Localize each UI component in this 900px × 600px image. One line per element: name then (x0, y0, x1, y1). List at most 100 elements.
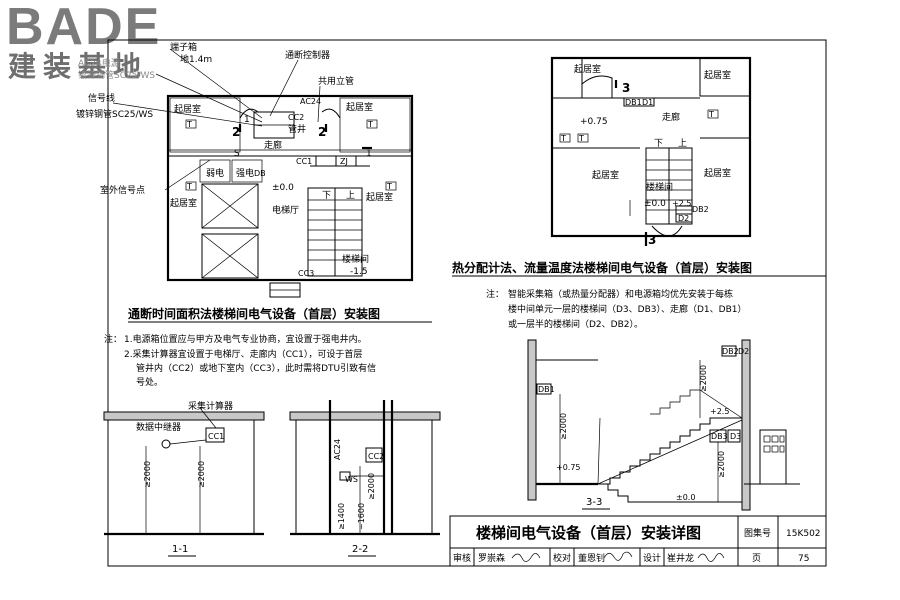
section-2-2 (289, 400, 441, 536)
rp-level-075: +0.75 (580, 117, 608, 127)
rp-t-2: T (578, 134, 584, 143)
s33-height-1: ≥2000 (559, 413, 568, 440)
label-pipe-well: 管井 (288, 123, 306, 135)
s22-ac24: AC24 (333, 439, 342, 460)
label-weak-electric: 弱电 (206, 167, 224, 179)
label-down: 下 (322, 191, 331, 201)
label-terminal-box: 端子箱 (170, 41, 197, 53)
label-on-off-controller: 通断控制器 (285, 49, 330, 61)
rp-d1: D1 (642, 98, 653, 107)
label-level-00: ±0.0 (272, 183, 294, 193)
s33-d3: D3 (730, 432, 741, 441)
s22-label: 2-2 (352, 544, 368, 555)
tb-check-label: 校对 (553, 552, 571, 564)
label-one-a: 1 (244, 115, 250, 125)
label-bedroom-4: 起居室 (366, 191, 393, 203)
notes-right-line2: 楼中间单元一层的楼梯间（D3、DB3）、走廊（D1、DB1） (508, 303, 746, 315)
tb-page-label: 页 (752, 553, 761, 564)
label-ac24-power: AC24电源 (78, 57, 120, 69)
label-corridor: 走廊 (264, 139, 282, 151)
notes-right-line3: 或一层半的楼梯间（D2、DB2）。 (508, 318, 643, 330)
tb-design-label: 设计 (643, 552, 661, 564)
s11-collector: 采集计算器 (188, 400, 233, 412)
label-t-3: T (186, 182, 192, 191)
s22-cc2: CC2 (368, 452, 384, 461)
section-1-1 (103, 407, 265, 536)
notes-right-line1: 智能采集箱（或热量分配器）和电源箱均优先安装于每栋 (508, 288, 733, 300)
rp-t-3: T (708, 110, 714, 119)
rp-level-25: +2.5 (672, 199, 691, 208)
s33-level-25: +2.5 (710, 407, 729, 416)
s33-height-2: ≥2000 (699, 365, 708, 392)
tb-review-label: 审核 (453, 552, 471, 564)
s11-label: 1-1 (172, 544, 188, 555)
s11-relay: 数据中继器 (136, 421, 181, 433)
s33-db1: DB1 (538, 385, 555, 394)
label-two-b: 2 (318, 125, 326, 139)
label-t-2: T (367, 120, 373, 129)
tb-atlas-no: 15K502 (786, 529, 821, 539)
rp-cut-3-top: 3 (622, 81, 630, 95)
s33-level-00: ±0.0 (676, 493, 695, 502)
rp-cut-3-bottom: 3 (648, 233, 656, 247)
rp-corridor: 走廊 (662, 111, 680, 123)
label-bedroom-2: 起居室 (346, 101, 373, 113)
s11-cc1: CC1 (208, 432, 224, 441)
rp-bedroom-2: 起居室 (704, 69, 731, 81)
label-cc1: CC1 (296, 157, 312, 166)
s33-db2: DB2 (722, 347, 739, 356)
notes-left-line3: 管井内（CC2）或地下室内（CC3），此时需将DTU引致有信 (136, 362, 376, 374)
left-floor-plan (112, 48, 414, 298)
s33-level-075: +0.75 (556, 463, 581, 472)
s22-height-3: ~1600 (357, 503, 366, 530)
right-plan-title: 热分配计法、流量温度法楼梯间电气设备（首层）安装图 (452, 260, 752, 275)
notes-left-line1: 1.电源箱位置应与甲方及电气专业协商，宜设置于强电井内。 (124, 333, 367, 345)
tb-reviewer: 罗崇森 (478, 552, 505, 564)
label-t-4: T (386, 182, 392, 191)
label-cc3: CC3 (298, 269, 314, 278)
rp-bedroom-4: 起居室 (704, 167, 731, 179)
label-signal-line: 信号线 (88, 92, 115, 104)
notes-left-prefix: 注： (104, 333, 122, 345)
tb-checker: 董恩钊 (578, 552, 605, 564)
label-db: DB (254, 169, 266, 178)
logo-subtitle: 建装基地 (8, 50, 149, 83)
label-bedroom-3: 起居室 (170, 197, 197, 209)
s33-height-3: ≥2000 (717, 451, 726, 478)
label-up: 上 (346, 190, 355, 201)
rp-db1: DB1 (625, 98, 642, 107)
label-t-1: T (186, 120, 192, 129)
tb-atlas-label: 图集号 (744, 527, 771, 539)
left-plan-title: 通断时间面积法楼梯间电气设备（首层）安装图 (128, 306, 380, 321)
label-elevator-hall: 电梯厅 (272, 204, 299, 216)
right-floor-plan (550, 56, 752, 246)
label-outdoor-signal: 室外信号点 (100, 184, 145, 196)
label-level-m15: -1.5 (350, 267, 368, 277)
s33-db3: DB3 (711, 432, 728, 441)
s33-d2: D2 (738, 347, 749, 356)
rp-t-1: T (560, 134, 566, 143)
label-cc2: CC2 (288, 113, 304, 122)
title-block (449, 515, 827, 567)
s33-label: 3-3 (586, 497, 602, 508)
rp-db2: DB2 (692, 205, 709, 214)
title-block-title: 楼梯间电气设备（首层）安装详图 (476, 524, 701, 542)
s11-height-2: ≥2000 (197, 461, 206, 488)
s11-height-1: ≥2000 (143, 461, 152, 488)
section-3-3 (527, 339, 800, 511)
label-zj: ZJ (340, 157, 348, 166)
label-strong-electric: 强电 (236, 167, 254, 179)
s22-ws: WS (345, 475, 358, 484)
rp-up: 上 (678, 138, 687, 149)
logo-brand: BADE (6, 0, 162, 56)
signature-marks (511, 551, 725, 562)
label-sc25: 镀锌钢管SC25/WS (78, 69, 155, 81)
rp-bedroom-1: 起居室 (574, 63, 601, 75)
notes-left-line4: 号处。 (136, 376, 163, 388)
label-one-b: 1 (366, 149, 372, 159)
rp-stairwell: 楼梯间 (646, 181, 673, 193)
rp-bedroom-3: 起居室 (592, 169, 619, 181)
rp-down: 下 (654, 139, 663, 149)
label-two-a: 2 (232, 125, 240, 139)
